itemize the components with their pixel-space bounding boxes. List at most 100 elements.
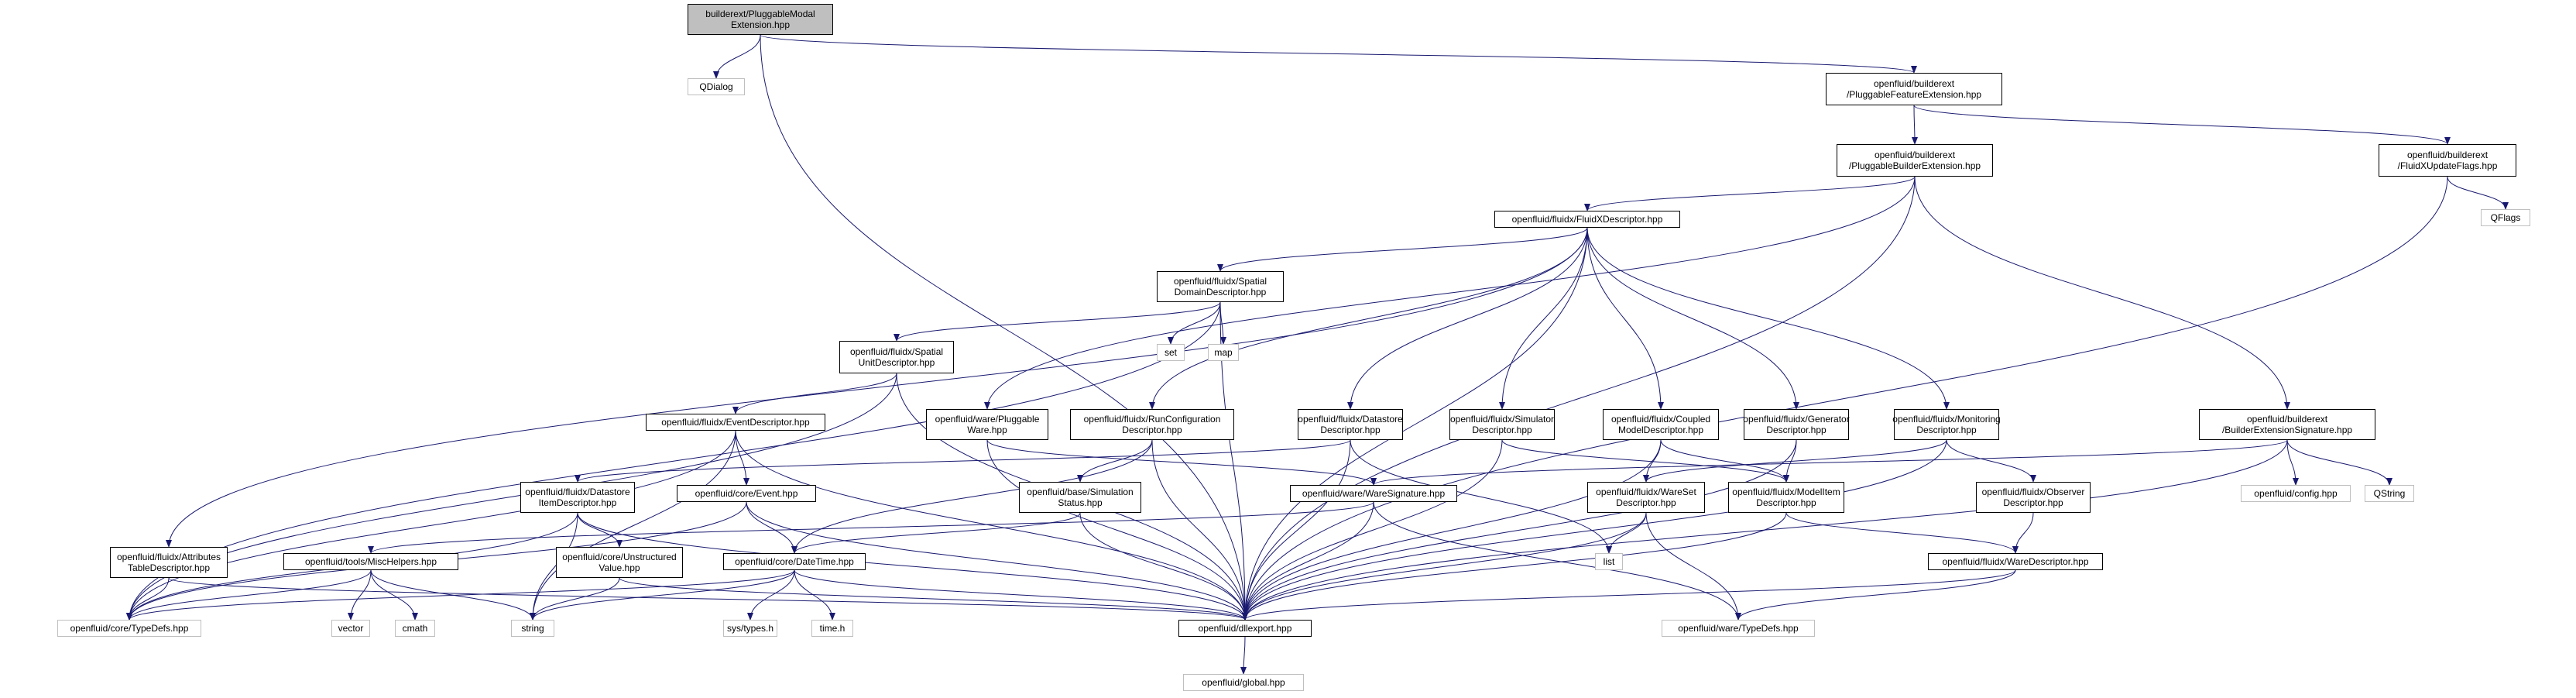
edge-event-to-datetime <box>746 501 797 554</box>
edge-coupled_model-to-modelitem <box>1660 439 1789 483</box>
node-observer-descriptor[interactable]: openfluid/fluidx/Observer Descriptor.hpp <box>1976 482 2091 513</box>
node-ware-typedefs: openfluid/ware/TypeDefs.hpp <box>1662 620 1815 637</box>
node-systypes: sys/types.h <box>723 620 777 637</box>
edge-wareset-to-dllexport <box>1242 512 1647 621</box>
edge-spatial_domain-to-set <box>1168 301 1221 345</box>
edge-fluidx_descriptor-to-monitoring_descriptor <box>1586 227 1950 410</box>
node-fluidx-descriptor[interactable]: openfluid/fluidx/FluidXDescriptor.hpp <box>1494 211 1680 228</box>
edge-builder_ext-to-pluggable_ware <box>984 176 1916 410</box>
node-builder-ext[interactable]: openfluid/builderext /PluggableBuilderEx… <box>1837 144 1993 177</box>
node-monitoring-descriptor[interactable]: openfluid/fluidx/Monitoring Descriptor.h… <box>1892 409 2001 440</box>
node-feature-ext[interactable]: openfluid/builderext /PluggableFeatureEx… <box>1826 73 2002 105</box>
edge-datastore_item-to-dllexport <box>577 512 1248 621</box>
node-event-descriptor[interactable]: openfluid/fluidx/EventDescriptor.hpp <box>646 414 825 431</box>
node-simulator-descriptor[interactable]: openfluid/fluidx/Simulator Descriptor.hp… <box>1449 409 1555 440</box>
edge-modelitem-to-dllexport <box>1242 512 1787 621</box>
edge-datastore_descriptor-to-dllexport <box>1242 439 1351 621</box>
edge-simulation_status-to-dllexport <box>1079 512 1248 621</box>
node-ware-signature[interactable]: openfluid/ware/WareSignature.hpp <box>1290 485 1457 502</box>
node-dllexport[interactable]: openfluid/dllexport.hpp <box>1178 620 1312 637</box>
node-qstring: QString <box>2365 485 2414 502</box>
node-cmath: cmath <box>395 620 435 637</box>
node-vector: vector <box>331 620 370 637</box>
edge-mischelpers-to-vector <box>348 569 372 621</box>
node-coupled-model[interactable]: openfluid/fluidx/Coupled ModelDescriptor… <box>1603 409 1719 440</box>
node-string: string <box>511 620 554 637</box>
edge-attributes_table-to-dllexport <box>168 577 1248 621</box>
edge-pluggable_ware-to-dllexport <box>986 439 1248 621</box>
node-builder-ext-signature[interactable]: openfluid/builderext /BuilderExtensionSi… <box>2199 409 2375 440</box>
edge-event_descriptor-to-string <box>530 430 736 621</box>
node-datastore-descriptor[interactable]: openfluid/fluidx/Datastore Descriptor.hp… <box>1298 409 1403 440</box>
edge-datastore_descriptor-to-datastore_item <box>575 439 1351 483</box>
edge-pluggable_ware-to-ware_signature <box>986 439 1377 486</box>
node-qdialog: QDialog <box>688 78 745 95</box>
edge-simulator_descriptor-to-modelitem <box>1501 439 1789 483</box>
node-update-flags[interactable]: openfluid/builderext /FluidXUpdateFlags.… <box>2379 144 2516 177</box>
edge-event_descriptor-to-dllexport <box>735 430 1248 621</box>
edge-builder_ext_signature-to-ware_signature <box>1370 439 2288 486</box>
edge-spatial_domain-to-spatial_unit <box>894 301 1221 342</box>
node-core-typedefs: openfluid/core/TypeDefs.hpp <box>57 620 201 637</box>
node-spatial-unit[interactable]: openfluid/fluidx/Spatial UnitDescriptor.… <box>839 341 954 373</box>
node-mischelpers[interactable]: openfluid/tools/MiscHelpers.hpp <box>283 553 458 570</box>
edge-wareset-to-list <box>1606 512 1647 554</box>
edge-coupled_model-to-dllexport <box>1242 439 1662 621</box>
edge-update_flags-to-qflags <box>2447 176 2509 210</box>
edge-datetime-to-string <box>530 569 795 621</box>
edge-generator_descriptor-to-dllexport <box>1242 439 1797 621</box>
edge-ware_signature-to-ware_typedefs <box>1373 501 1741 621</box>
edge-datetime-to-core_typedefs <box>126 569 795 621</box>
edge-root-to-qdialog <box>713 34 761 79</box>
edge-root-to-dllexport <box>760 34 1248 621</box>
node-spatial-domain[interactable]: openfluid/fluidx/Spatial DomainDescripto… <box>1157 271 1284 302</box>
edge-unstructured-to-string <box>530 577 620 621</box>
node-datetime[interactable]: openfluid/core/DateTime.hpp <box>723 553 866 570</box>
edge-update_flags-to-dllexport <box>1242 176 2448 621</box>
node-map: map <box>1208 344 1239 361</box>
edge-event_descriptor-to-event <box>735 430 749 486</box>
node-unstructured[interactable]: openfluid/core/Unstructured Value.hpp <box>556 547 683 578</box>
edge-builder_ext-to-builder_ext_signature <box>1914 176 2290 410</box>
edge-monitoring_descriptor-to-observer_descriptor <box>1946 439 2036 483</box>
edge-fluidx_descriptor-to-attributes_table <box>166 227 1588 548</box>
node-set: set <box>1157 344 1185 361</box>
edge-builder_ext_signature-to-qstring <box>2286 439 2392 486</box>
edge-simulation_status-to-datetime <box>791 512 1081 554</box>
edge-datetime-to-dllexport <box>794 569 1248 621</box>
node-modelitem[interactable]: openfluid/fluidx/ModelItem Descriptor.hp… <box>1728 482 1844 513</box>
edge-builder_ext-to-fluidx_descriptor <box>1584 176 1916 211</box>
node-run-config[interactable]: openfluid/fluidx/RunConfiguration Descri… <box>1070 409 1234 440</box>
node-simulation-status[interactable]: openfluid/base/Simulation Status.hpp <box>1019 482 1141 513</box>
edge-simulator_descriptor-to-dllexport <box>1242 439 1503 621</box>
node-event[interactable]: openfluid/core/Event.hpp <box>677 485 816 502</box>
edge-event-to-dllexport <box>746 501 1248 621</box>
node-ware-descriptor[interactable]: openfluid/fluidx/WareDescriptor.hpp <box>1928 553 2103 570</box>
edge-fluidx_descriptor-to-datastore_descriptor <box>1347 227 1588 410</box>
edge-builder_ext-to-dllexport <box>1242 176 1916 621</box>
node-pluggable-ware[interactable]: openfluid/ware/Pluggable Ware.hpp <box>926 409 1048 440</box>
node-timeh: time.h <box>811 620 853 637</box>
edge-observer_descriptor-to-ware_descriptor <box>2012 512 2034 554</box>
edge-monitoring_descriptor-to-dllexport <box>1242 439 1947 621</box>
edge-feature_ext-to-update_flags <box>1913 105 2451 145</box>
edge-feature_ext-to-builder_ext <box>1911 105 1918 145</box>
edge-datetime-to-systypes <box>747 569 795 621</box>
node-attributes-table[interactable]: openfluid/fluidx/Attributes TableDescrip… <box>110 547 228 578</box>
node-datastore-item[interactable]: openfluid/fluidx/Datastore ItemDescripto… <box>520 482 635 513</box>
node-global: openfluid/global.hpp <box>1183 674 1304 691</box>
node-generator-descriptor[interactable]: openfluid/fluidx/Generator Descriptor.hp… <box>1743 409 1850 440</box>
edge-ware_descriptor-to-ware_typedefs <box>1735 569 2016 621</box>
edge-fluidx_descriptor-to-run_config <box>1149 227 1588 410</box>
edge-fluidx_descriptor-to-simulator_descriptor <box>1499 227 1588 410</box>
edge-run_config-to-simulation_status <box>1077 439 1153 483</box>
edge-fluidx_descriptor-to-dllexport <box>1242 227 1588 621</box>
edge-modelitem-to-ware_descriptor <box>1785 512 2019 554</box>
edge-datastore_item-to-unstructured <box>577 512 623 548</box>
edge-run_config-to-datetime <box>791 439 1153 554</box>
node-wareset[interactable]: openfluid/fluidx/WareSet Descriptor.hpp <box>1587 482 1705 513</box>
edge-mischelpers-to-cmath <box>370 569 418 621</box>
node-config: openfluid/config.hpp <box>2241 485 2351 502</box>
edge-ware_signature-to-mischelpers <box>368 501 1374 554</box>
